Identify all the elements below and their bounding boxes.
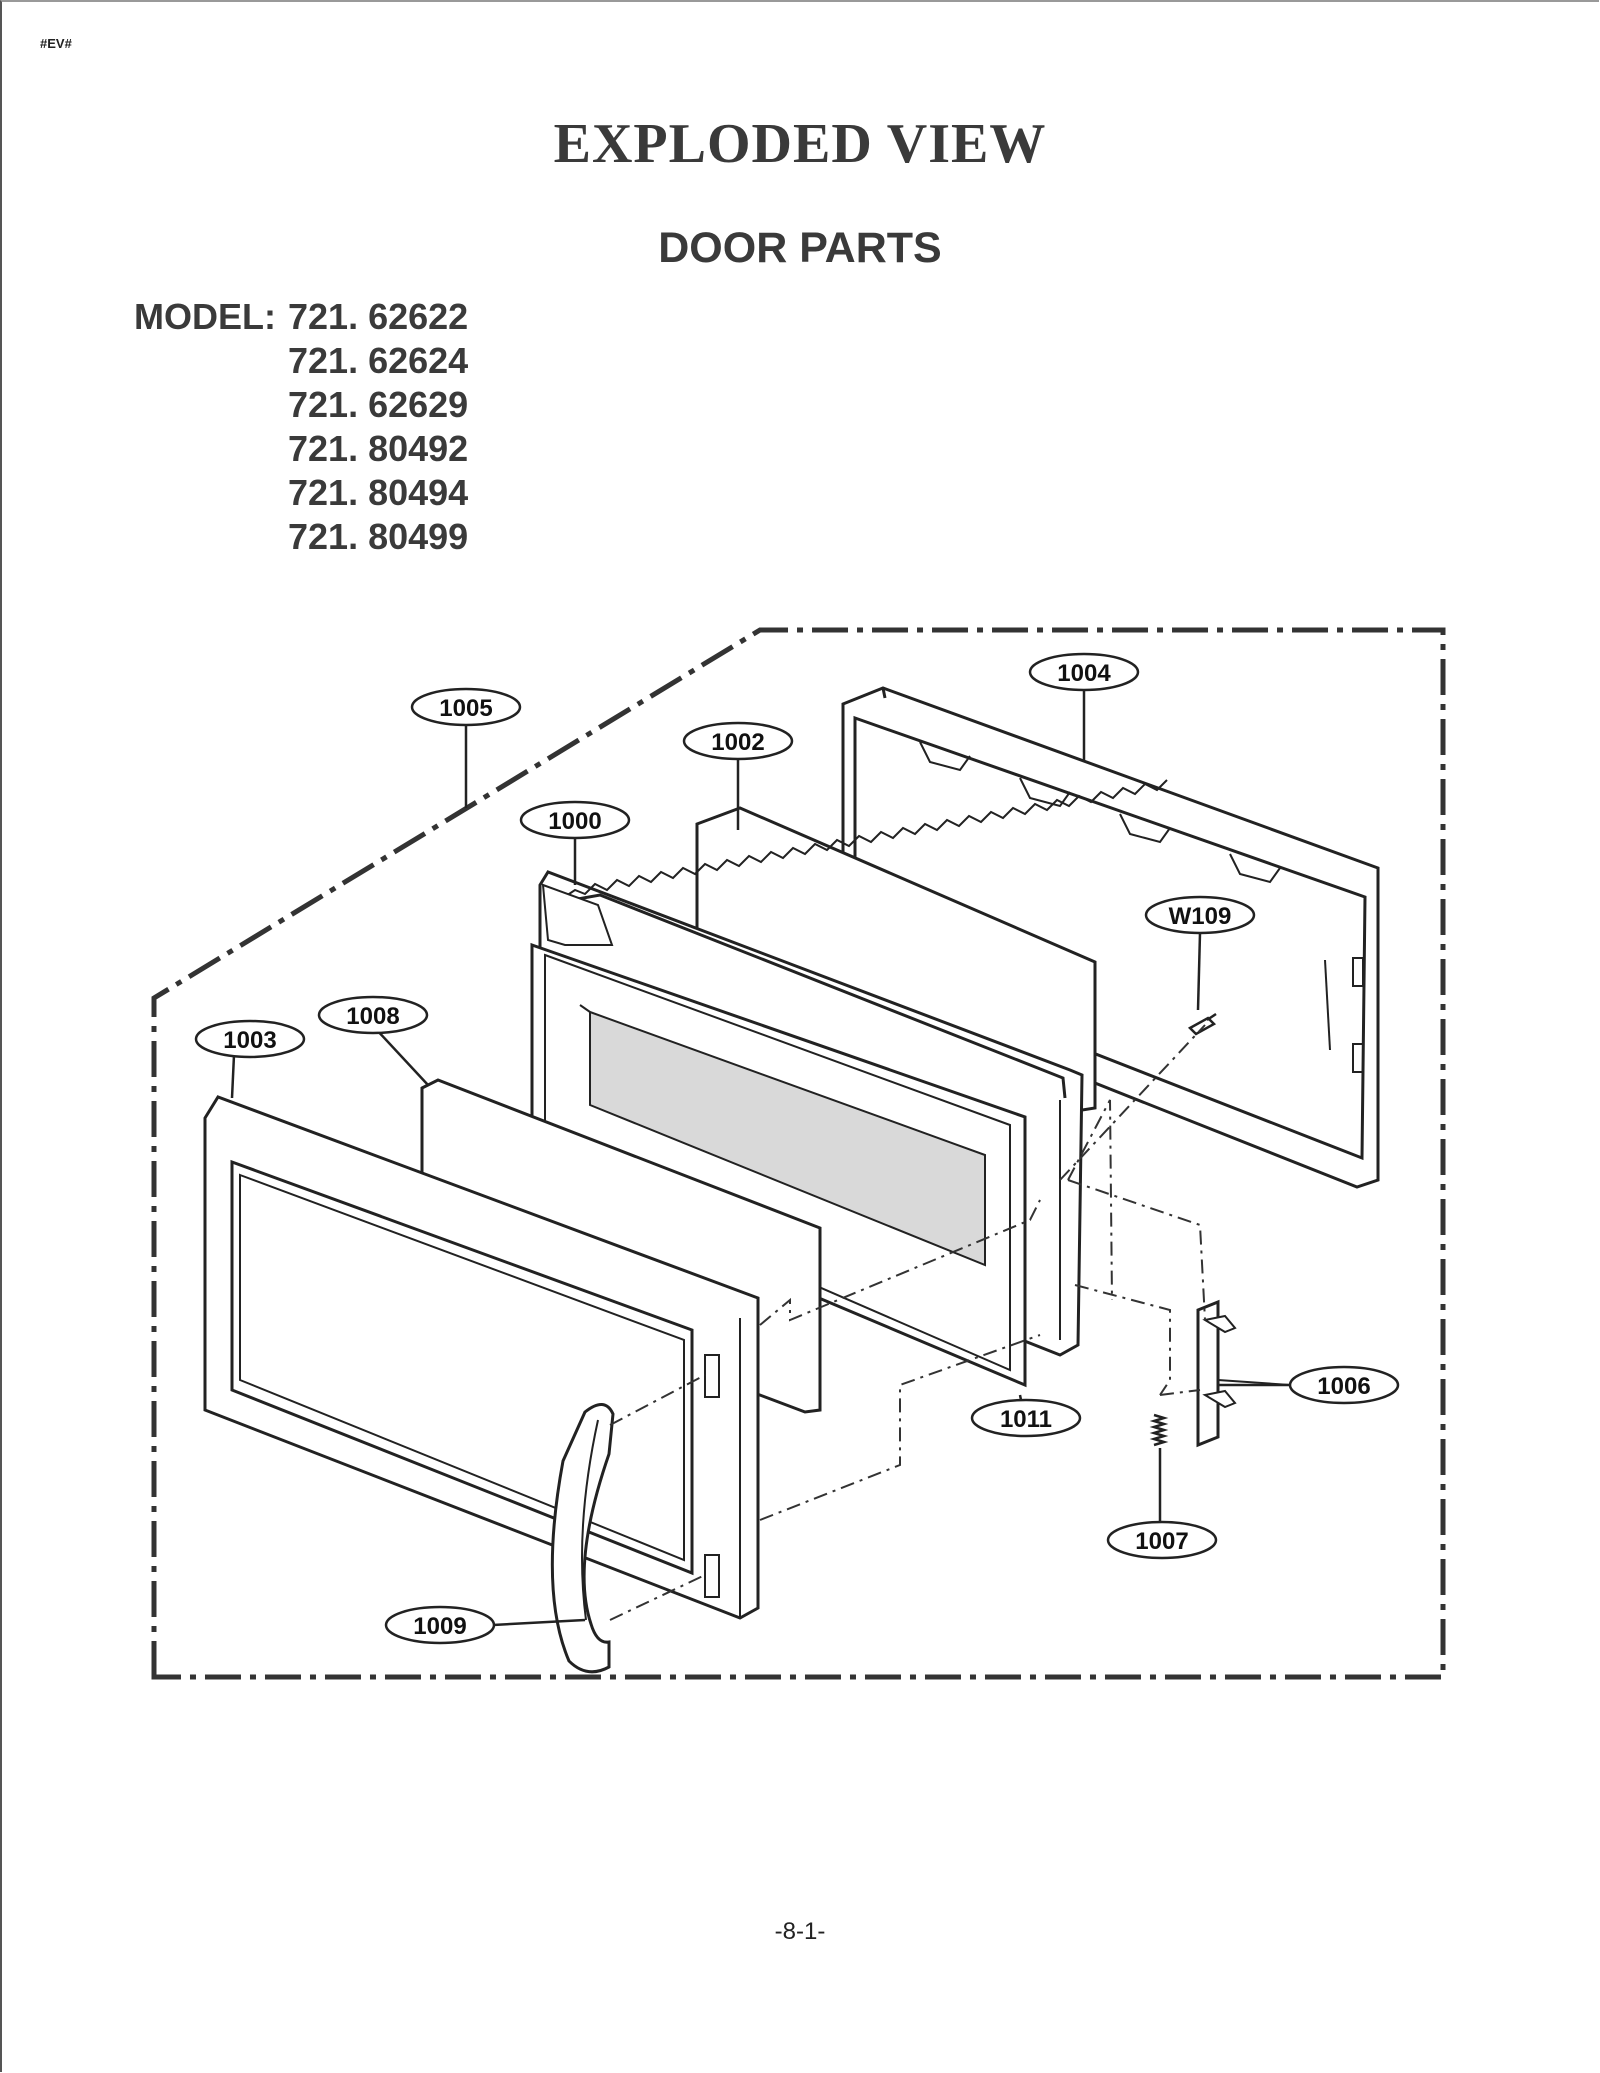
svg-text:1004: 1004 (1057, 660, 1111, 687)
callout-1006: 1006 (1288, 1365, 1400, 1405)
exploded-view-diagram: 1005 1002 1004 1000 W109 1008 1003 1006 … (151, 627, 1446, 1680)
callout-w109: W109 (1144, 895, 1256, 935)
assembly-guide-lines (609, 1024, 1206, 1621)
svg-text:1011: 1011 (1000, 1406, 1052, 1433)
model-label: MODEL: (134, 296, 276, 337)
svg-text:1009: 1009 (413, 1613, 466, 1640)
model-number: 721. 62624 (288, 340, 469, 381)
svg-text:1002: 1002 (711, 729, 764, 756)
svg-text:1000: 1000 (548, 808, 601, 835)
model-number: 721. 62622 (288, 296, 469, 337)
svg-text:W109: W109 (1169, 903, 1232, 930)
page-subtitle: DOOR PARTS (658, 224, 942, 272)
part-1009-handle (550, 1403, 615, 1674)
assembly-boundary (151, 627, 1446, 1680)
model-number: 721. 80492 (288, 428, 469, 469)
part-1006-latch (1196, 1299, 1291, 1448)
callout-1009: 1009 (384, 1605, 496, 1645)
svg-text:1007: 1007 (1135, 1528, 1188, 1555)
callout-1008: 1008 (317, 995, 429, 1035)
model-number: 721. 80499 (288, 516, 469, 557)
page-number: -8-1- (774, 1918, 826, 1945)
callout-1000: 1000 (519, 800, 631, 840)
part-1000-door-frame (530, 779, 1168, 1388)
page-title: EXPLODED VIEW (553, 113, 1047, 175)
part-1007-spring (1149, 1413, 1169, 1447)
callout-1005: 1005 (410, 687, 522, 727)
part-1003-door-front (203, 1095, 760, 1620)
document-tag: #EV# (40, 36, 72, 51)
part-w109-screw (1187, 1012, 1217, 1036)
svg-text:1003: 1003 (223, 1027, 276, 1054)
callout-1002: 1002 (682, 721, 794, 761)
model-number: 721. 62629 (288, 384, 469, 425)
callout-1007: 1007 (1106, 1520, 1218, 1560)
leader-lines (230, 689, 1290, 1627)
callout-1003: 1003 (194, 1019, 306, 1059)
callout-1011: 1011 (970, 1398, 1082, 1438)
svg-text:1008: 1008 (346, 1003, 399, 1030)
model-list: 721. 62622 721. 62624 721. 62629 721. 80… (288, 296, 468, 560)
svg-text:1005: 1005 (439, 695, 492, 722)
model-number: 721. 80494 (288, 472, 469, 513)
svg-text:1006: 1006 (1317, 1373, 1370, 1400)
callout-1004: 1004 (1028, 652, 1140, 692)
